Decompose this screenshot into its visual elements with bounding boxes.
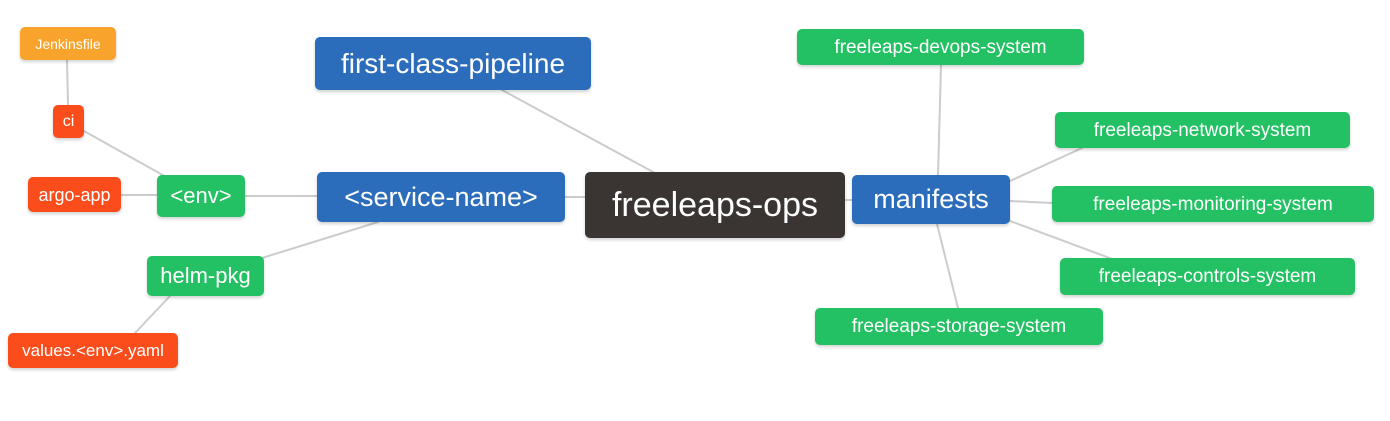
node-env[interactable]: <env> [157,175,245,217]
edge-manifests-to-network-system [1009,147,1083,182]
node-ci[interactable]: ci [53,105,84,138]
node-devops-system[interactable]: freeleaps-devops-system [797,29,1084,65]
node-values-env-yaml[interactable]: values.<env>.yaml [8,333,178,368]
edge-manifests-to-devops-system [937,64,942,176]
node-helm-pkg[interactable]: helm-pkg [147,256,264,296]
node-service-name[interactable]: <service-name> [317,172,565,222]
node-freeleaps-ops[interactable]: freeleaps-ops [585,172,845,238]
node-monitoring-system[interactable]: freeleaps-monitoring-system [1052,186,1374,222]
node-controls-system[interactable]: freeleaps-controls-system [1060,258,1355,295]
node-jenkinsfile[interactable]: Jenkinsfile [20,27,116,60]
edge-ci-to-env [83,130,169,179]
node-manifests[interactable]: manifests [852,175,1010,224]
edge-jenkinsfile-to-ci [66,59,69,106]
node-first-class-pipeline[interactable]: first-class-pipeline [315,37,591,90]
edge-service-name-to-helm-pkg [261,221,379,259]
edge-helm-pkg-to-values-env-yaml [134,295,171,334]
edge-manifests-to-storage-system [936,223,959,309]
edge-first-class-pipeline-to-freeleaps-ops [501,89,656,174]
edge-manifests-to-controls-system [1009,220,1116,261]
node-storage-system[interactable]: freeleaps-storage-system [815,308,1103,345]
edge-manifests-to-monitoring-system [1009,200,1053,204]
node-argo-app[interactable]: argo-app [28,177,121,212]
node-network-system[interactable]: freeleaps-network-system [1055,112,1350,148]
